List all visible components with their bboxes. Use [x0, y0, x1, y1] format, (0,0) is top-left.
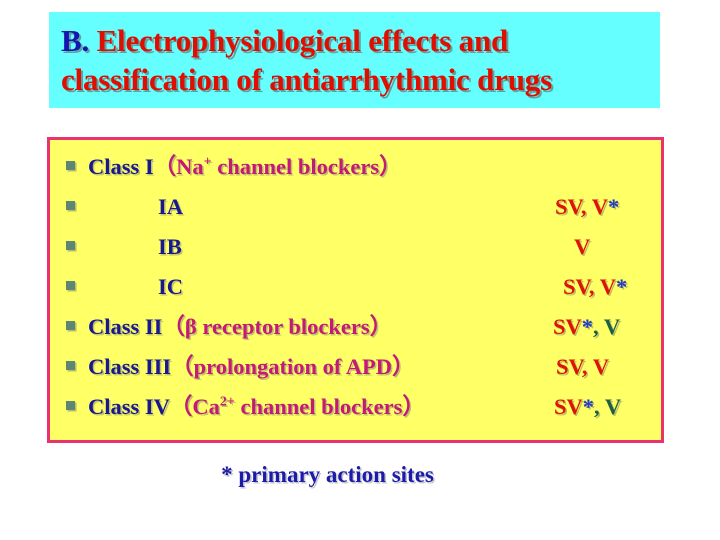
desc-superscript: 2+ [219, 394, 235, 410]
square-bullet-icon [66, 321, 75, 330]
class-name: IB [158, 234, 182, 259]
square-bullet-icon [66, 241, 75, 250]
paren-open: （ [171, 354, 194, 379]
row-label: Class III（prolongation of APD） [88, 348, 415, 386]
class-name: Class III [88, 354, 172, 379]
value-sites: SV [554, 394, 583, 419]
row-value: SV*, V [553, 308, 620, 346]
square-bullet-icon [66, 161, 75, 170]
list-item: Class II（β receptor blockers） SV*, V [50, 308, 661, 346]
asterisk-marker: * [581, 314, 594, 339]
square-bullet-icon [66, 401, 75, 410]
square-bullet-icon [66, 361, 75, 370]
paren-open: （ [162, 314, 185, 339]
value-sites: V [574, 234, 591, 259]
desc-post: channel blockers [211, 154, 380, 179]
square-bullet-icon [66, 201, 75, 210]
row-label: IA [158, 188, 183, 226]
list-item: Class IV（Ca2+ channel blockers） SV*, V [50, 388, 661, 426]
list-item: IA SV, V* [50, 188, 661, 226]
footnote: * primary action sites [221, 462, 434, 487]
title-line-1: Electrophysiological effects and [89, 23, 509, 58]
class-description: （Na+ channel blockers） [154, 154, 402, 179]
desc-pre: β receptor blockers [184, 314, 370, 339]
value-sites-secondary: , V [593, 314, 621, 339]
drug-classification-panel: Class I（Na+ channel blockers） IA SV, V* … [47, 137, 664, 443]
row-value: SV, V* [555, 188, 619, 226]
value-sites-secondary: , V [594, 394, 622, 419]
value-sites: SV, V [556, 354, 609, 379]
square-bullet-icon [66, 281, 75, 290]
class-name: Class II [88, 314, 163, 339]
value-sites: SV, V [563, 274, 616, 299]
paren-close: ） [402, 394, 425, 419]
row-label: Class II（β receptor blockers） [88, 308, 392, 346]
asterisk-marker: * [607, 194, 620, 219]
desc-pre: Ca [192, 394, 220, 419]
title-prefix-letter: B. [61, 23, 90, 58]
row-value: SV, V* [563, 268, 627, 306]
row-label: Class IV（Ca2+ channel blockers） [88, 388, 425, 426]
class-name: IA [158, 194, 184, 219]
asterisk-marker: * [582, 394, 595, 419]
paren-open: （ [153, 154, 177, 179]
class-name: Class I [88, 154, 154, 179]
class-name: Class IV [88, 394, 170, 419]
paren-close: ） [379, 154, 402, 179]
desc-post: channel blockers [234, 394, 403, 419]
row-value: V [574, 228, 590, 266]
class-name: IC [158, 274, 184, 299]
list-item: Class I（Na+ channel blockers） [50, 148, 661, 186]
title-line-2: classification of antiarrhythmic drugs [61, 62, 552, 97]
row-label: IC [158, 268, 183, 306]
row-value: SV, V [556, 348, 609, 386]
title-banner: B. Electrophysiological effects and clas… [49, 12, 660, 108]
list-item: Class III（prolongation of APD） SV, V [50, 348, 661, 386]
paren-close: ） [392, 354, 415, 379]
desc-superscript: + [203, 154, 212, 170]
desc-pre: prolongation of APD [193, 354, 393, 379]
paren-open: （ [169, 394, 193, 419]
row-value: SV*, V [554, 388, 621, 426]
list-item: IB V [50, 228, 661, 266]
asterisk-marker: * [615, 274, 628, 299]
class-description: （β receptor blockers） [162, 314, 392, 339]
row-label: IB [158, 228, 182, 266]
value-sites: SV, V [555, 194, 608, 219]
class-description: （prolongation of APD） [171, 354, 414, 379]
value-sites: SV [553, 314, 582, 339]
row-label: Class I（Na+ channel blockers） [88, 148, 402, 186]
desc-pre: Na [176, 154, 204, 179]
paren-close: ） [369, 314, 393, 339]
class-description: （Ca2+ channel blockers） [170, 394, 425, 419]
page-title: B. Electrophysiological effects and clas… [61, 21, 661, 99]
list-item: IC SV, V* [50, 268, 661, 306]
